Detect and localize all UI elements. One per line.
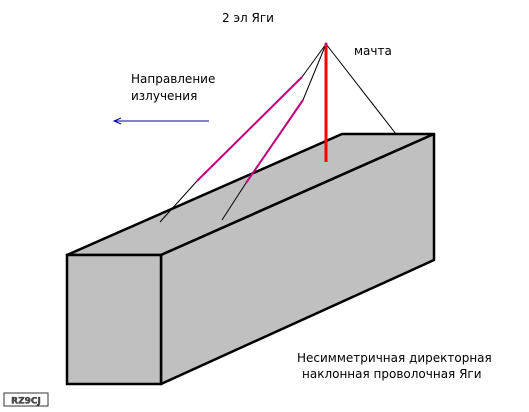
block-front-face bbox=[65, 253, 163, 386]
director-wire-lower bbox=[159, 180, 198, 223]
caption-line1: Несимметричная директорная bbox=[297, 351, 492, 365]
direction-label-line2: излучения bbox=[131, 89, 197, 103]
watermark: RZ9CJ bbox=[3, 392, 49, 407]
mast-label: мачта bbox=[354, 44, 392, 58]
block bbox=[65, 132, 436, 386]
reflector-element bbox=[245, 99, 304, 184]
direction-label-line1: Направление bbox=[131, 72, 215, 86]
caption-line2: наклонная проволочная Яги bbox=[302, 367, 482, 381]
direction-arrow bbox=[112, 117, 209, 125]
mast-top-point bbox=[324, 42, 328, 46]
diagram-title: 2 эл Яги bbox=[222, 11, 274, 25]
watermark-text: RZ9CJ bbox=[11, 397, 41, 407]
director-wire-upper bbox=[301, 43, 327, 78]
reflector-wire-lower bbox=[221, 182, 247, 221]
director-element bbox=[196, 76, 303, 182]
guy-wire bbox=[325, 43, 397, 135]
reflector-wire-upper bbox=[302, 43, 327, 101]
